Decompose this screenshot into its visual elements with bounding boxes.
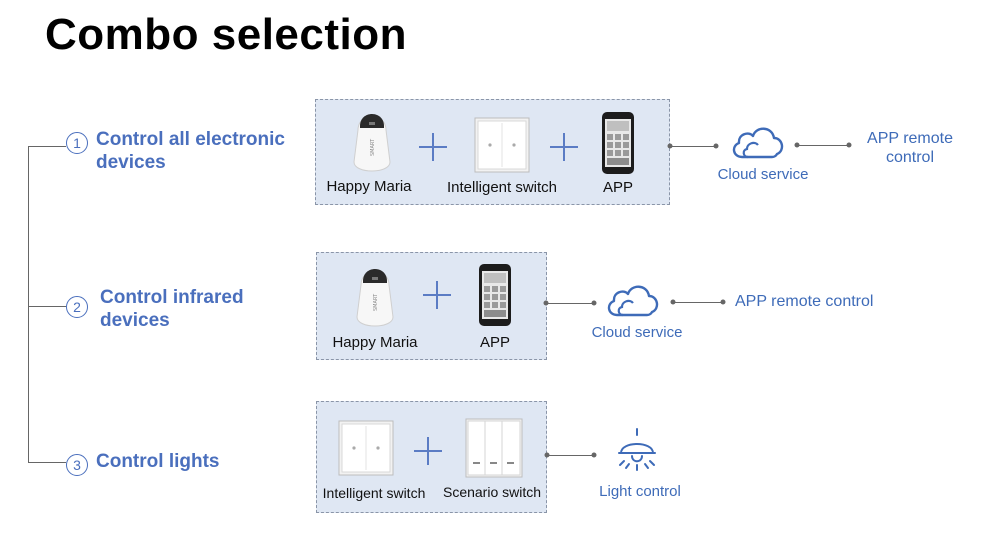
option-2-label-line1: Control infrared <box>100 287 244 308</box>
option-1-result-line1: APP remote <box>867 130 953 147</box>
plus-icon <box>419 133 447 161</box>
option-1-number: 1 <box>66 132 88 154</box>
switch-icon <box>474 117 530 173</box>
svg-text:SMART: SMART <box>370 138 376 156</box>
cloud-icon <box>732 127 784 159</box>
switch-icon <box>338 420 394 476</box>
connector-line <box>797 145 849 147</box>
tree-branch-1 <box>28 146 66 148</box>
option-1-result-line2: control <box>885 149 935 166</box>
option-3-number: 3 <box>66 454 88 476</box>
option-1-cloud-label: Cloud service <box>717 166 809 183</box>
option-3-result-label: Light control <box>599 483 681 500</box>
plus-icon <box>550 133 578 161</box>
tree-branch-2 <box>28 306 66 308</box>
phone-icon <box>479 264 511 326</box>
option-1-label-line2: devices <box>96 152 166 173</box>
option-3-item-1-label: Intelligent switch <box>322 485 426 501</box>
option-1-heading: 1 Control all electronic devices <box>66 128 285 174</box>
option-2-heading: 2 Control infrared devices <box>66 286 244 332</box>
option-2-label-line2: devices <box>100 310 170 331</box>
option-1-label-line1: Control all electronic <box>96 129 285 150</box>
connector-dot <box>713 143 719 149</box>
tree-branch-3 <box>28 462 66 464</box>
page-title: Combo selection <box>45 10 407 59</box>
option-1-item-2-label: Intelligent switch <box>446 179 558 196</box>
speaker-icon: SMART <box>353 114 391 172</box>
connector-line <box>547 455 594 457</box>
option-2-number: 2 <box>66 296 88 318</box>
option-3-label: Control lights <box>96 451 220 472</box>
connector-dot <box>591 452 597 458</box>
svg-text:SMART: SMART <box>373 293 379 311</box>
option-3-item-2-label: Scenario switch <box>442 484 542 500</box>
option-2-cloud-label: Cloud service <box>591 324 683 341</box>
connector-line <box>670 146 716 148</box>
option-1-item-3-label: APP <box>602 179 634 196</box>
option-2-item-2-label: APP <box>479 334 511 351</box>
connector-line <box>673 302 723 304</box>
speaker-icon: SMART <box>356 269 394 327</box>
scenario-switch-icon <box>465 418 523 478</box>
connector-line <box>546 303 594 305</box>
option-3-heading: 3 Control lights <box>66 450 219 476</box>
phone-icon <box>602 112 634 174</box>
option-1-result-label: APP remote control <box>867 129 953 167</box>
cloud-icon <box>607 285 659 317</box>
lamp-icon <box>618 428 656 471</box>
connector-dot <box>591 300 597 306</box>
connector-dot <box>720 299 726 305</box>
plus-icon <box>423 281 451 309</box>
plus-icon <box>414 437 442 465</box>
tree-trunk <box>28 146 30 463</box>
option-1-item-1-label: Happy Maria <box>326 178 412 195</box>
option-2-item-1-label: Happy Maria <box>332 334 418 351</box>
option-2-result-label: APP remote control <box>735 293 874 310</box>
connector-dot <box>846 142 852 148</box>
